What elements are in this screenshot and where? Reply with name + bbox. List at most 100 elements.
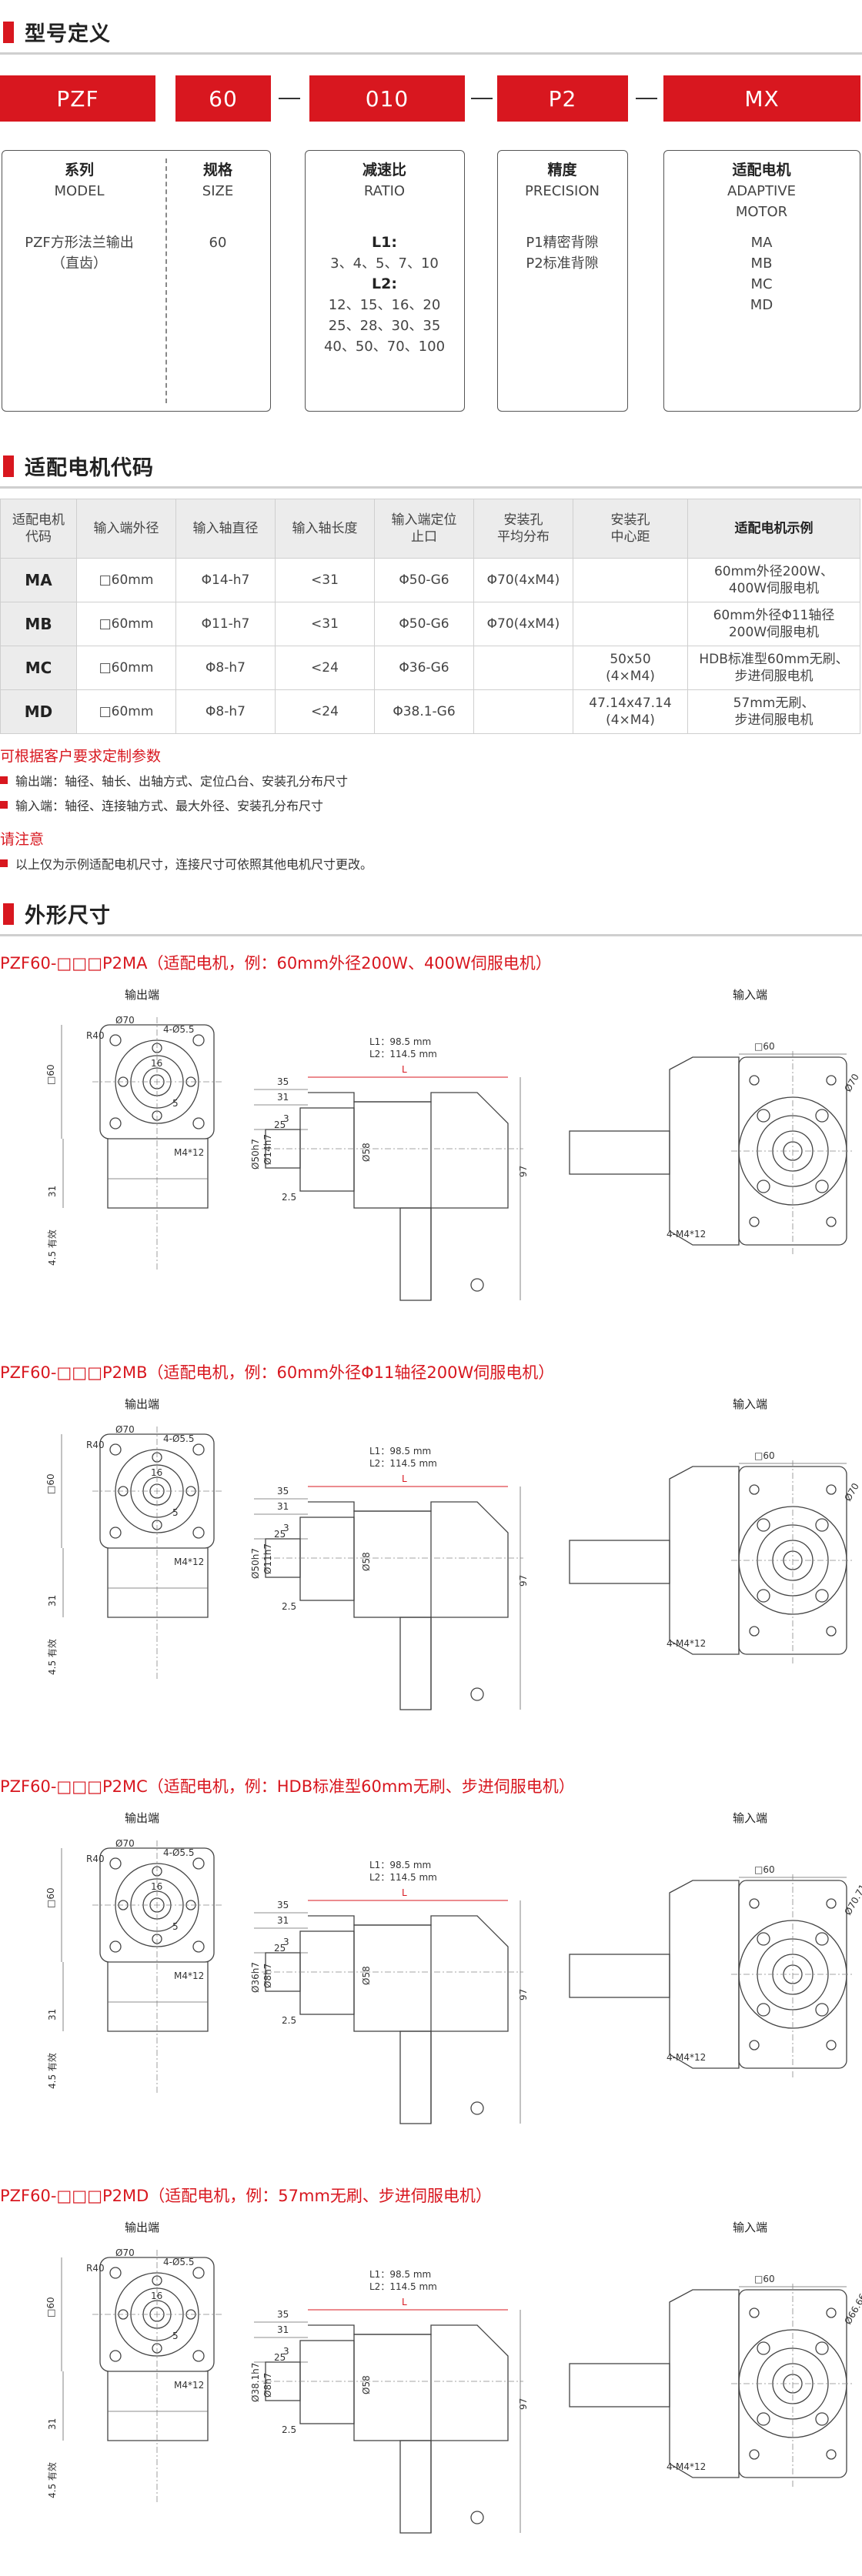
table-cell: <31 [275, 558, 375, 602]
table-cell: 60mm外径200W、400W伺服电机 [687, 558, 860, 602]
input-bolt-hole [815, 1932, 829, 1946]
dimension-label: 4.5 有效 [46, 1230, 58, 1266]
mounting-hole [192, 1527, 205, 1539]
mounting-hole [109, 2350, 122, 2362]
output-flange [99, 1433, 215, 1549]
input-housing-side [669, 1056, 740, 1246]
table-cell: Φ8-h7 [175, 689, 276, 734]
table-cell: □60mm [76, 558, 176, 602]
table-cell: □60mm [76, 646, 176, 690]
input-mount-hole [749, 1626, 760, 1637]
gearbox-side-profile [308, 1915, 509, 2124]
definition-motor: 适配电机 ADAPTIVE MOTOR MA MB MC MD [664, 160, 859, 315]
attention-title: 请注意 [0, 831, 45, 848]
dimension-label: M4*12 [174, 2380, 204, 2391]
input-square-label: □60 [754, 1041, 775, 1052]
table-header-cell: 输入端定位止口 [374, 499, 474, 559]
dimension-label: 3 [283, 1937, 289, 1947]
section-title-motor: 适配电机代码 [0, 451, 862, 489]
definition-model: 系列 MODEL PZF方形法兰输出 （直齿） [2, 160, 156, 274]
dimension-label: 5 [172, 1921, 179, 1932]
definition-title-en: SIZE [202, 183, 234, 199]
l2-label: L2：114.5 mm [369, 2281, 437, 2292]
input-housing-side [669, 1466, 740, 1655]
input-square-label: □60 [754, 2274, 775, 2284]
output-flange-circle [115, 1039, 199, 1124]
gearbox-body [107, 1962, 209, 2032]
definition-value: P1精密背隙 [526, 235, 599, 251]
dimension-label: □60 [45, 1887, 56, 1908]
l2-label: L2：114.5 mm [369, 1049, 437, 1059]
mounting-hole [192, 1034, 205, 1046]
mounting-hole [109, 1034, 122, 1046]
table-header-cell: 安装孔中心距 [573, 499, 688, 559]
output-flange-circle [115, 2272, 199, 2357]
section-divider [0, 486, 862, 489]
dimension-label: 97 [518, 1989, 529, 2000]
definition-value: MB [750, 255, 773, 272]
shaft-diameter-label: Ø11h7 [262, 1543, 273, 1574]
table-cell: 47.14x47.14(4×M4) [573, 689, 688, 734]
mounting-hole [192, 2267, 205, 2279]
bullet-square-icon [0, 859, 8, 867]
l-label: L [402, 2297, 407, 2307]
definition-value: （直齿） [52, 255, 107, 272]
motor-adapter-side [399, 2440, 432, 2534]
input-shaft-end [569, 1540, 670, 1584]
mounting-hole [192, 1443, 205, 1456]
input-shaft-end [569, 2363, 670, 2407]
input-housing-side [669, 1880, 740, 2069]
motor-adapter-side [399, 2030, 432, 2124]
mounting-hole [192, 2350, 205, 2362]
dimension-label: 2.5 [282, 1192, 296, 1203]
dimension-label: 5 [172, 2331, 179, 2341]
input-flange-label: Ø70 [842, 1481, 860, 1503]
output-side-label: 输出端 [125, 988, 159, 1002]
dimension-label: 2.5 [282, 1601, 296, 1612]
input-bolt-hole [757, 2341, 770, 2355]
gearbox-body [107, 1548, 209, 1618]
table-cell: Φ38.1-G6 [374, 689, 474, 734]
dimension-label: □60 [45, 1473, 56, 1494]
definition-precision: 精度 PRECISION P1精密背隙 P2标准背隙 [498, 160, 626, 274]
definition-value: PZF方形法兰输出 [25, 235, 134, 251]
l2-label: L2：114.5 mm [369, 1872, 437, 1883]
dimension-label: 97 [518, 1575, 529, 1587]
shaft-diameter-label: Ø38.1h7 [250, 2363, 261, 2402]
model-code-size: 60 [175, 75, 271, 122]
input-side-label: 输入端 [733, 988, 767, 1002]
table-row: MB □60mm Φ11-h7 <31 Φ50-G6 Φ70(4xM4) 60m… [0, 602, 860, 646]
gearbox-housing-side [353, 2334, 432, 2441]
table-cell-code: MB [0, 602, 77, 646]
attention-text: 以上仅为示例适配电机尺寸，连接尺寸可依照其他电机尺寸更改。 [15, 857, 373, 872]
dimension-label: 31 [47, 1595, 58, 1607]
input-bolt-hole [815, 2003, 829, 2017]
custom-note-item: 输出端：轴径、轴长、出轴方式、定位凸台、安装孔分布尺寸 [0, 771, 348, 789]
l1-label: L1：98.5 mm [369, 2269, 431, 2280]
input-housing-side [669, 2289, 740, 2478]
custom-note-title: 可根据客户要求定制参数 [0, 748, 162, 765]
input-thread-label: 4-M4*12 [667, 1638, 706, 1649]
mounting-hole [192, 1117, 205, 1130]
mounting-hole [109, 1940, 122, 1953]
dimension-label: 4.5 有效 [46, 1639, 58, 1675]
table-cell [473, 689, 573, 734]
input-mount-hole [749, 1484, 760, 1495]
dimension-label: 97 [518, 2398, 529, 2410]
shaft-diameter-label: Ø50h7 [250, 1139, 261, 1170]
dimension-label: 16 [151, 1467, 162, 1478]
mounting-hole [109, 1857, 122, 1870]
table-row: MC □60mm Φ8-h7 <24 Φ36-G6 50x50(4×M4) HD… [0, 646, 860, 690]
table-cell: Φ50-G6 [374, 558, 474, 602]
input-mount-hole [749, 1075, 760, 1086]
input-flange-label: Ø66.66 [842, 2292, 862, 2327]
table-cell [473, 646, 573, 690]
definition-value: MA [750, 235, 773, 251]
input-bolt-hole [757, 2412, 770, 2426]
input-side-label: 输入端 [733, 2221, 767, 2234]
dimension-label: Ø58 [361, 1966, 372, 1985]
definition-title-cn: 减速比 [362, 162, 406, 179]
model-code-precision: P2 [497, 75, 628, 122]
gearbox-body [107, 2371, 209, 2441]
